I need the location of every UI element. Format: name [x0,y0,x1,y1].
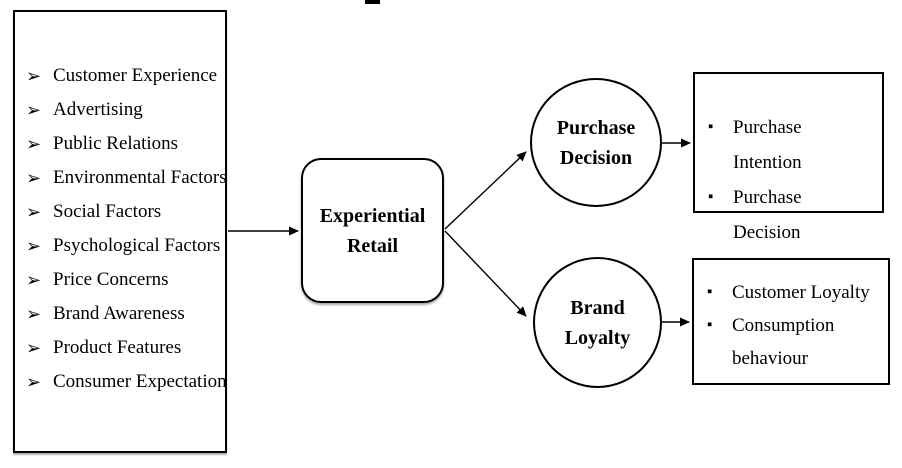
outcome-label: Consumption behaviour [732,315,835,369]
factor-label: Consumer Expectation [53,371,227,392]
brand-loyalty-node: Brand Loyalty [533,257,662,388]
square-bullet-icon: ▪ [708,189,714,205]
arrow-bullet-icon: ➢ [26,236,42,256]
arrow-bullet-icon: ➢ [26,168,42,188]
factor-label: Psychological Factors [53,235,221,256]
arrow-bullet-icon: ➢ [26,202,42,222]
square-bullet-icon: ▪ [707,317,713,333]
list-item: ➢ Price Concerns [15,263,225,297]
arrow-bullet-icon: ➢ [26,100,42,120]
arrow-bullet-icon: ➢ [26,134,42,154]
list-item: ➢ Consumer Expectation [15,365,227,399]
list-item: ➢ Public Relations [15,127,225,161]
purchase-node-label-line2: Decision [559,146,633,169]
clipped-title-fragment [365,0,380,4]
central-node-label-line2: Retail [346,234,399,257]
arrow-central-to-loyalty [444,230,527,317]
list-item: ➢ Customer Experience [15,59,225,93]
factor-label: Advertising [53,99,143,120]
arrow-bullet-icon: ➢ [26,338,42,358]
loyalty-node-label-line2: Loyalty [564,326,631,349]
list-item: ➢ Advertising [15,93,225,127]
factor-label: Customer Experience [53,65,218,86]
factor-label: Environmental Factors [53,167,227,188]
square-bullet-icon: ▪ [707,284,713,300]
purchase-node-label-line1: Purchase [556,116,636,139]
list-item: ➢ Environmental Factors [15,161,227,195]
outcome-label: Purchase Intention [733,117,802,173]
square-bullet-icon: ▪ [708,119,714,135]
list-item: ▪ Purchase Decision [708,180,874,250]
arrow-bullet-icon: ➢ [26,66,42,86]
factor-label: Brand Awareness [53,303,185,324]
list-item: ▪ Customer Loyalty [707,276,880,309]
list-item: ▪ Purchase Intention [708,110,874,180]
arrow-bullet-icon: ➢ [26,270,42,290]
list-item: ▪ Consumption behaviour [707,309,880,375]
list-item: ➢ Product Features [15,331,225,365]
factor-label: Price Concerns [53,269,169,290]
experiential-retail-node: Experiential Retail [301,158,444,303]
factor-label: Social Factors [53,201,162,222]
list-item: ➢ Social Factors [15,195,225,229]
list-item: ➢ Brand Awareness [15,297,225,331]
outcome-label: Customer Loyalty [732,282,870,303]
loyalty-node-label-line1: Brand [570,296,625,319]
purchase-outcomes-box: ▪ Purchase Intention ▪ Purchase Decision [693,72,884,243]
factor-label: Product Features [53,337,182,358]
outcome-label: Purchase Decision [733,187,802,243]
list-item: ➢ Psychological Factors [15,229,225,263]
arrow-bullet-icon: ➢ [26,372,42,392]
arrow-central-to-purchase [444,151,527,230]
factor-label: Public Relations [53,133,179,154]
factors-box: ➢ Customer Experience ➢ Advertising ➢ Pu… [13,10,227,453]
purchase-decision-node: Purchase Decision [530,78,662,207]
central-node-label-line1: Experiential [319,204,426,227]
loyalty-outcomes-box: ▪ Customer Loyalty ▪ Consumption behavio… [692,258,890,385]
arrow-bullet-icon: ➢ [26,304,42,324]
